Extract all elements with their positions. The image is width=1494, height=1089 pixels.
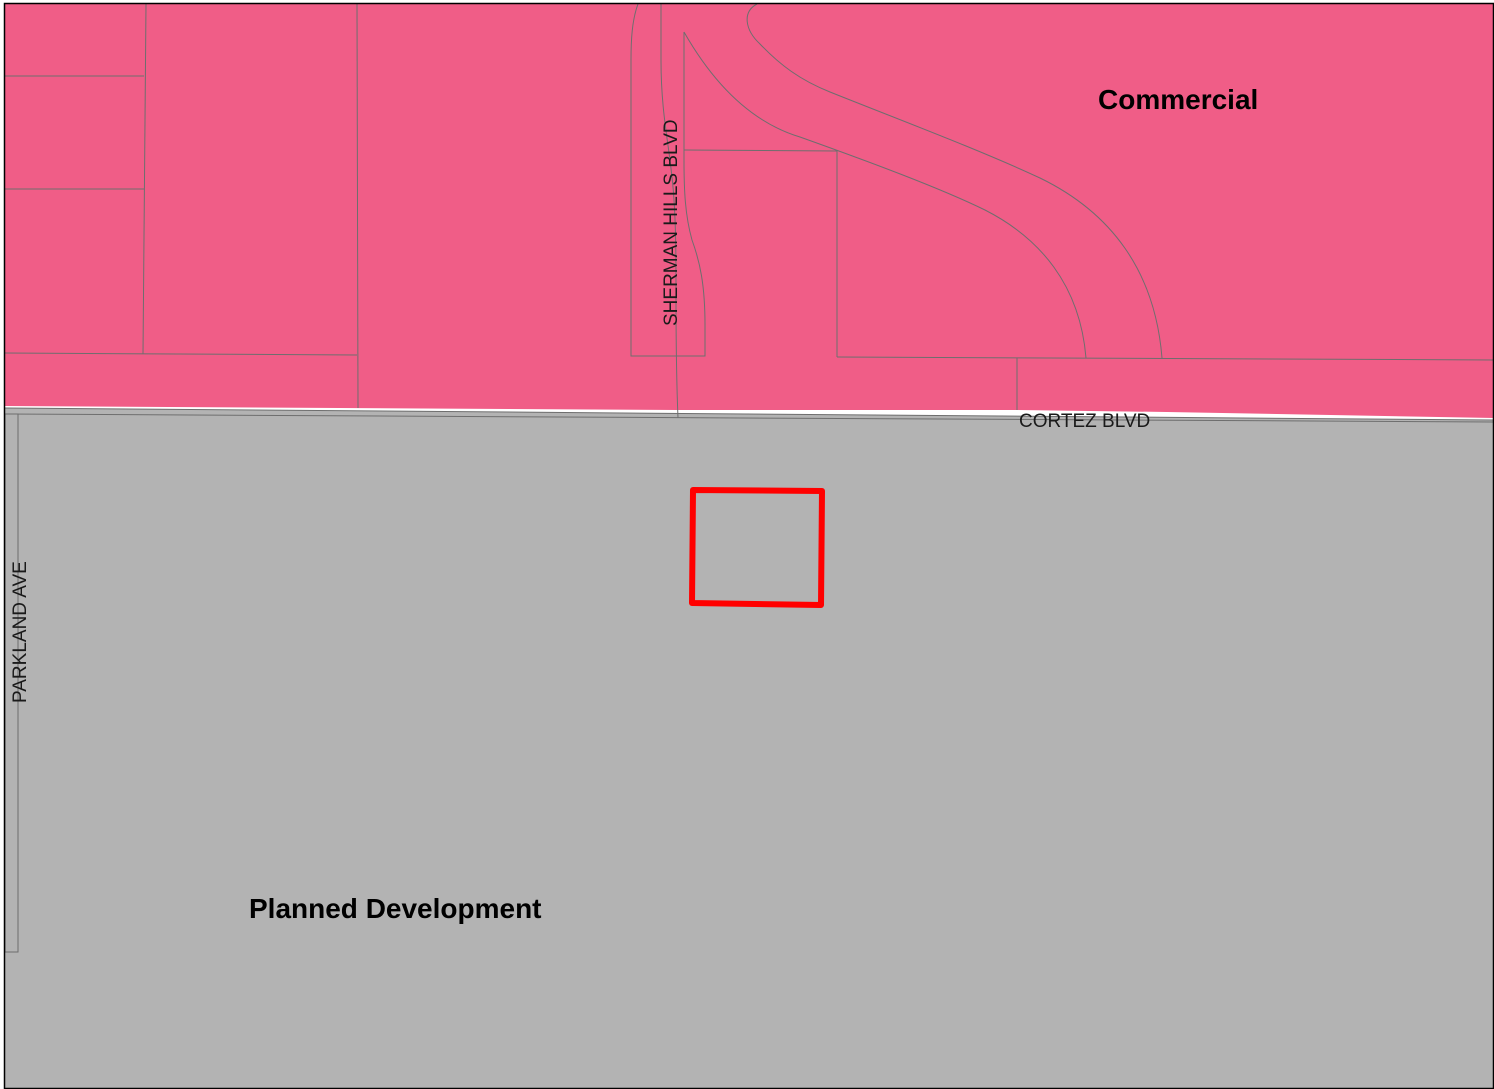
commercial-zone-label: Commercial [1098,84,1258,115]
planned-development-zone [5,408,1494,1089]
commercial-zone [5,4,1494,418]
commercial-parcel-lines [4,3,1494,419]
parkland-ave-label: PARKLAND AVE [10,561,31,703]
cortez-blvd-label: CORTEZ BLVD [1019,411,1150,432]
subject-site-outline[interactable] [689,487,825,608]
planned-development-zone-label: Planned Development [249,893,542,924]
cortez-blvd-road [4,407,1494,423]
sherman-hills-blvd-label: SHERMAN HILLS BLVD [661,119,682,326]
